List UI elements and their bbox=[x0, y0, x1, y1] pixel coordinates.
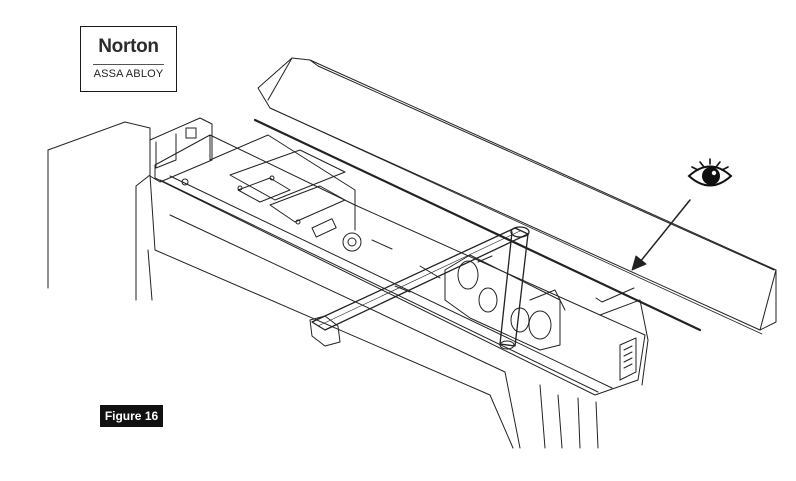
arm-assembly bbox=[309, 226, 530, 350]
cover bbox=[253, 57, 777, 335]
logo-subbrand: ASSA ABLOY bbox=[93, 68, 164, 80]
norton-logo: Norton ASSA ABLOY bbox=[80, 26, 177, 92]
arrow-icon bbox=[631, 199, 691, 271]
logo-brand: Norton bbox=[98, 36, 159, 57]
operator-chassis bbox=[149, 117, 649, 396]
motor-assembly bbox=[444, 254, 566, 351]
control-board bbox=[181, 149, 393, 252]
eye-icon bbox=[687, 158, 733, 187]
figure-label: Figure 16 bbox=[100, 405, 163, 427]
door-frame bbox=[47, 121, 599, 449]
logo-divider bbox=[93, 64, 164, 65]
